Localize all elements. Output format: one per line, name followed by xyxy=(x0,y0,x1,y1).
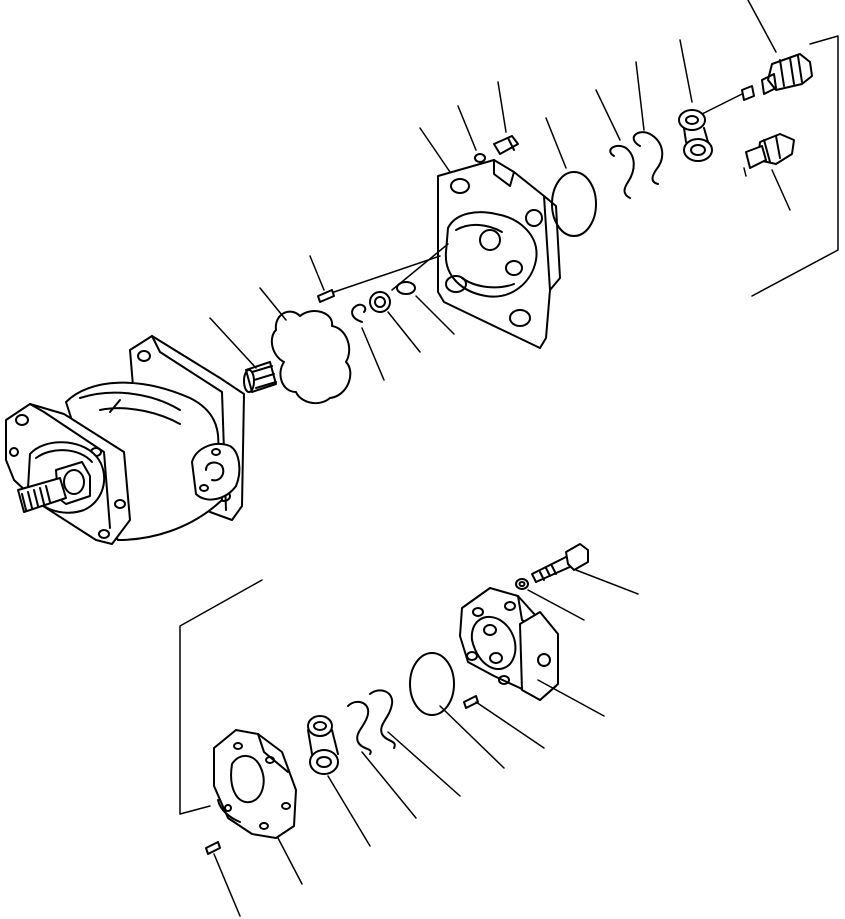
bolt-upper xyxy=(493,135,519,155)
leader-line-bolt-lower xyxy=(575,569,639,595)
washer-lower xyxy=(515,578,529,590)
leader-line-bushing xyxy=(209,317,257,369)
leader-line-washer-upper xyxy=(457,105,477,151)
leader-line-cover-plate xyxy=(419,127,451,173)
leader-line-gasket-lower xyxy=(439,705,505,769)
snap-ring-lower-1 xyxy=(369,689,396,749)
leader-line-gasket-1 xyxy=(545,117,567,169)
leader-line-oil-seal-lower xyxy=(327,775,371,847)
leader-line-shaft xyxy=(747,0,777,53)
leader-line-rear-cover xyxy=(537,679,605,717)
reference-bracket-lower xyxy=(179,579,263,815)
shaft-part xyxy=(701,53,813,115)
leader-line-washer-lower xyxy=(527,589,585,621)
leader-line-gasket-2 xyxy=(259,287,287,321)
dowel-pin-lower-2 xyxy=(205,841,221,855)
bearing-upper xyxy=(369,291,391,313)
snap-ring-lower-2 xyxy=(347,700,372,755)
gasket-middle xyxy=(270,310,352,405)
dowel-pin-upper xyxy=(317,289,335,303)
leader-line-dowel-pin-lower-1 xyxy=(475,701,545,749)
front-cover-plate xyxy=(437,159,561,349)
snap-ring-upper-1 xyxy=(632,131,664,185)
leader-line-snap-ring-1 xyxy=(635,61,645,131)
oil-seal-set-upper xyxy=(678,109,713,162)
leader-line-connector xyxy=(771,169,791,211)
pump-housing xyxy=(5,335,245,545)
leader-line-dowel-pin xyxy=(309,255,441,293)
snap-ring-upper-3 xyxy=(351,303,367,323)
dowel-pin-lower-1 xyxy=(463,695,479,709)
oil-seal-set-lower xyxy=(307,715,339,775)
bolt-lower xyxy=(531,543,589,583)
leader-line-bolt-upper xyxy=(497,81,507,133)
gasket-lower xyxy=(409,652,455,716)
leader-line-snap-ring-2 xyxy=(595,89,621,141)
leader-line-snap-ring-lower-1 xyxy=(387,731,461,797)
bushing xyxy=(243,361,277,393)
leader-line-dowel-pin-lower-2 xyxy=(213,853,241,917)
connector-part xyxy=(743,133,795,177)
leader-line-snap-ring-lower-2 xyxy=(361,751,417,819)
leader-line-o-ring xyxy=(415,295,455,335)
gasket-upper-right xyxy=(551,171,597,237)
washer-upper xyxy=(474,153,486,163)
rear-cover xyxy=(459,587,559,701)
leader-line-gear-plate xyxy=(277,837,303,885)
gear-plate xyxy=(213,729,297,839)
o-ring-upper xyxy=(396,281,416,295)
reference-bracket-upper xyxy=(751,35,839,297)
leader-line-oil-seal xyxy=(679,39,693,103)
snap-ring-upper-2 xyxy=(609,144,635,199)
leader-line-bearing xyxy=(387,243,449,353)
leader-line-snap-ring-3 xyxy=(361,327,385,381)
